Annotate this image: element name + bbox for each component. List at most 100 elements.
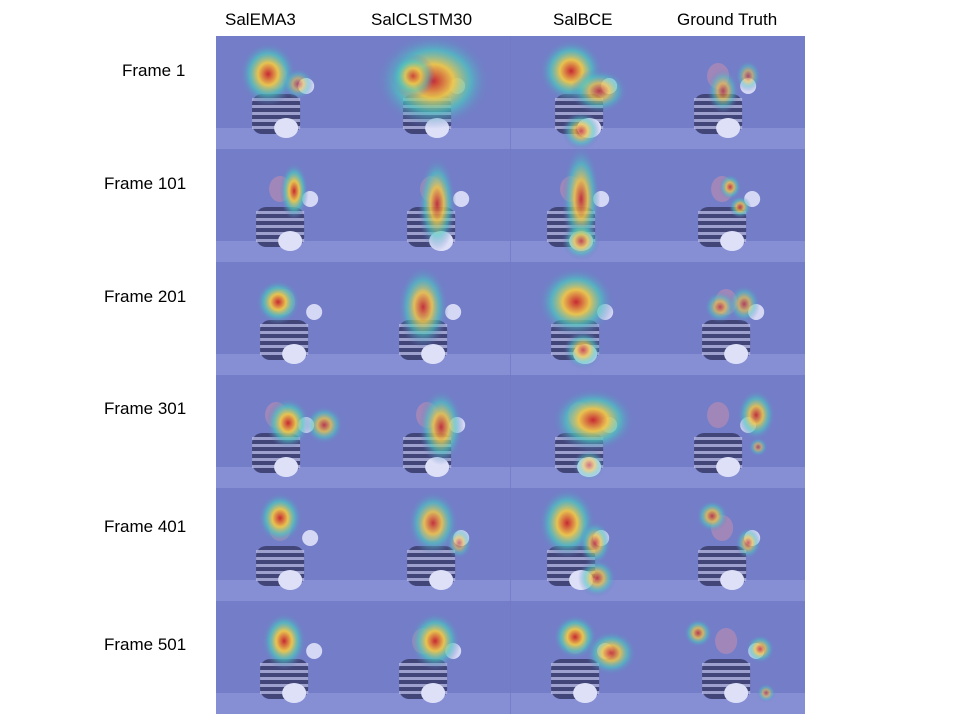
column-header-salclstm30: SalCLSTM30 (371, 10, 473, 29)
frame-cell-r4-c3 (510, 375, 658, 488)
saliency-blob (748, 437, 768, 457)
column-header-salema3: SalEMA3 (225, 10, 296, 29)
saliency-blob (728, 195, 752, 219)
saliency-blob (446, 527, 473, 559)
saliency-blob (239, 42, 297, 106)
frame-cell-r2-c3 (510, 149, 658, 262)
saliency-heatmap-icon (657, 149, 805, 262)
table-surface (216, 693, 364, 714)
saliency-heatmap-icon (510, 262, 658, 375)
saliency-blob (578, 520, 611, 566)
person-head (714, 628, 737, 654)
saliency-heatmap-icon (216, 149, 364, 262)
saliency-heatmap-icon (216, 36, 364, 149)
saliency-blob (735, 527, 761, 559)
saliency-blob (745, 634, 775, 664)
person-head (706, 402, 729, 428)
table-surface (657, 241, 805, 262)
saliency-heatmap-icon (510, 36, 658, 149)
column-header-salbce: SalBCE (553, 10, 613, 29)
saliency-heatmap-icon (510, 375, 658, 488)
robot-toy (278, 530, 319, 590)
saliency-blob (550, 388, 635, 452)
saliency-heatmap-icon (657, 36, 805, 149)
saliency-heatmap-icon (657, 601, 805, 714)
table-surface (363, 128, 511, 149)
saliency-heatmap-icon (363, 36, 511, 149)
table-surface (657, 128, 805, 149)
saliency-blob (703, 291, 736, 323)
saliency-blob (279, 162, 309, 220)
saliency-blob (561, 111, 600, 149)
saliency-heatmap-icon (363, 488, 511, 601)
robot-toy (421, 304, 462, 364)
saliency-blob (569, 68, 628, 114)
table-surface (657, 467, 805, 488)
saliency-heatmap-icon (657, 262, 805, 375)
row-label-frame-401: Frame 401 (104, 517, 187, 536)
row-label-frame-101: Frame 101 (104, 174, 187, 193)
saliency-blob (397, 265, 449, 349)
saliency-blob (255, 279, 301, 325)
saliency-blob (409, 612, 462, 670)
frame-cell-r2-c2 (363, 149, 511, 262)
saliency-blob (736, 389, 776, 441)
table-surface (216, 580, 364, 601)
row-label-frame-1: Frame 1 (122, 61, 186, 80)
saliency-blob (727, 284, 760, 324)
table-surface (363, 467, 511, 488)
saliency-blob (390, 53, 436, 99)
row-label-frame-301: Frame 301 (104, 399, 187, 418)
saliency-heatmap-icon (657, 488, 805, 601)
frame-cell-r6-c3 (510, 601, 658, 714)
table-surface (363, 693, 511, 714)
frame-cell-r5-c2 (363, 488, 511, 601)
table-surface (216, 467, 364, 488)
robot-toy (282, 643, 323, 703)
frame-cell-r2-c4 (657, 149, 805, 262)
saliency-heatmap-icon (216, 601, 364, 714)
frame-cell-r5-c1 (216, 488, 364, 601)
saliency-blob (537, 266, 615, 338)
saliency-blob (261, 612, 307, 670)
saliency-blob (683, 618, 713, 648)
frame-cell-r4-c1 (216, 375, 364, 488)
frame-cell-r3-c2 (363, 262, 511, 375)
saliency-blob (718, 174, 742, 200)
frame-cell-r5-c4 (657, 488, 805, 601)
saliency-heatmap-icon (363, 601, 511, 714)
saliency-heatmap-icon (363, 149, 511, 262)
saliency-blob (282, 68, 315, 100)
table-surface (363, 354, 511, 375)
saliency-blob (585, 630, 637, 676)
frame-cell-r1-c1 (216, 36, 364, 149)
saliency-heatmap-icon (363, 262, 511, 375)
saliency-blob (735, 60, 761, 92)
frame-cell-r6-c1 (216, 601, 364, 714)
saliency-heatmap-icon (363, 375, 511, 488)
table-surface (363, 580, 511, 601)
saliency-heatmap-icon (216, 262, 364, 375)
frame-cell-r1-c3 (510, 36, 658, 149)
frame-cell-r1-c2 (363, 36, 511, 149)
frame-cell-r6-c2 (363, 601, 511, 714)
saliency-blob (756, 683, 776, 703)
column-header-ground-truth: Ground Truth (677, 10, 778, 29)
table-surface (216, 128, 364, 149)
frame-cell-r3-c3 (510, 262, 658, 375)
saliency-blob (563, 330, 602, 370)
saliency-heatmap-icon (510, 488, 658, 601)
saliency-heatmap-icon (657, 375, 805, 488)
saliency-blob (418, 388, 464, 466)
saliency-blob (561, 221, 600, 261)
robot-toy (282, 304, 323, 364)
frame-cell-r3-c1 (216, 262, 364, 375)
frame-cell-r2-c1 (216, 149, 364, 262)
saliency-blob (572, 449, 605, 481)
saliency-heatmap-icon (510, 601, 658, 714)
table-surface (510, 693, 658, 714)
saliency-heatmap-icon (216, 488, 364, 601)
saliency-heatmap-icon (216, 375, 364, 488)
saliency-blob (706, 68, 739, 114)
